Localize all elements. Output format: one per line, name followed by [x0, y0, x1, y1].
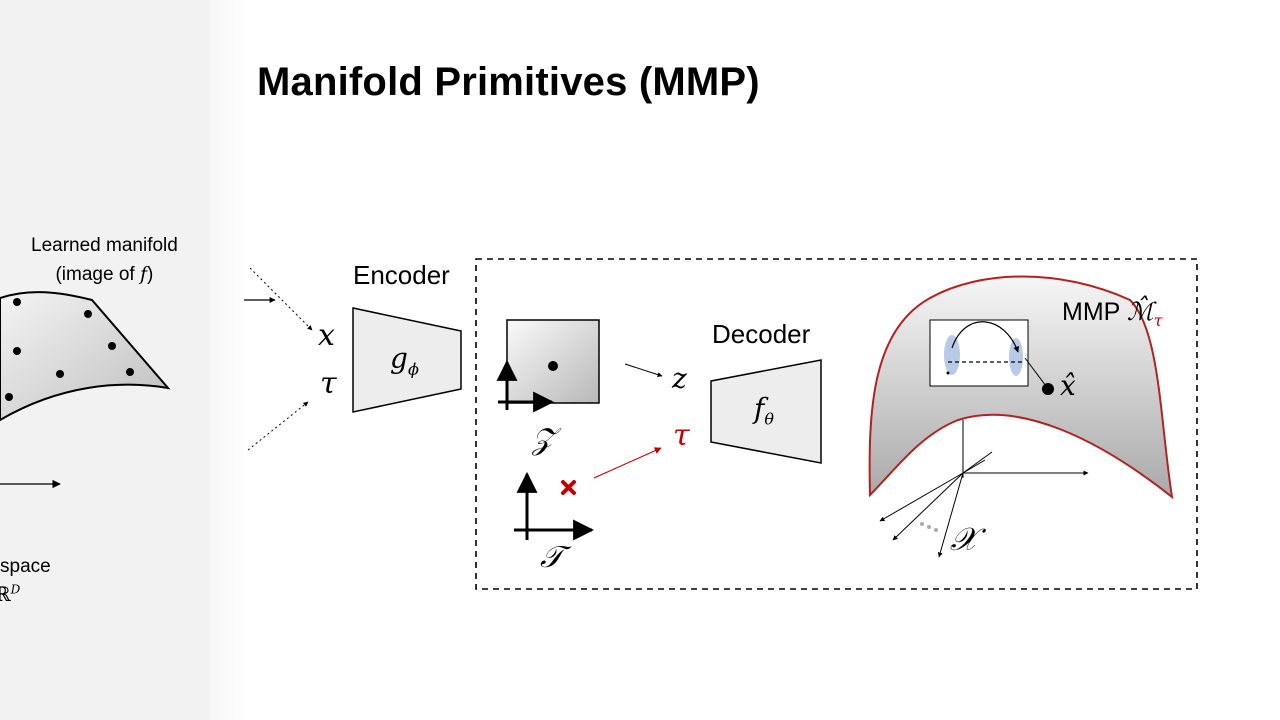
encoder-input-x: x: [318, 318, 335, 353]
trajectory-start-blob: [944, 335, 960, 375]
decoder-block: [710, 359, 822, 464]
tau-to-decoder-arrow: [593, 447, 662, 479]
ellipsis-dots: [920, 522, 938, 532]
manifold-point: [84, 310, 92, 318]
decoder-input-tau: τ: [673, 418, 690, 453]
encoder-input-tau: τ: [320, 366, 337, 401]
manifold-point: [56, 370, 64, 378]
decoder-function: fθ: [754, 392, 775, 429]
trajectory-marker: [946, 371, 950, 375]
mmp-symbol: ℳ̂: [1126, 297, 1154, 326]
data-space-symbol: ℝD: [0, 582, 21, 606]
input-arrow-tau: [247, 401, 309, 451]
left-panel-fade: [210, 0, 250, 720]
x-hat-label: x̂: [1060, 369, 1076, 402]
trajectory-end-blob: [1009, 338, 1023, 376]
inset-connector: [1024, 357, 1047, 387]
learned-manifold-surface: [0, 291, 171, 422]
trajectory-arc: [951, 321, 1020, 353]
f-symbol: f: [139, 263, 148, 285]
input-arrow-x: [249, 267, 313, 331]
learned-manifold-label: Learned manifold (image of f): [31, 235, 178, 285]
task-point-cross: [561, 480, 576, 495]
encoder-function: gϕ: [390, 342, 419, 379]
mmp-symbol-sub: τ: [1153, 311, 1163, 330]
manifold-point: [5, 393, 13, 401]
manifold-point: [108, 342, 116, 350]
mmp-label: MMP ℳ̂τ: [1062, 297, 1163, 330]
latent-space-z-label: 𝒵: [532, 422, 555, 457]
ambient-x-axes: [879, 420, 1089, 558]
data-space-label: space: [0, 556, 51, 577]
decoder-label: Decoder: [712, 319, 811, 349]
encoder-label: Encoder: [353, 260, 450, 290]
manifold-point: [13, 347, 21, 355]
z-to-decoder-arrow: [624, 363, 663, 377]
decoder-input-z: z: [672, 362, 687, 395]
encoder-block: [352, 307, 462, 413]
ambient-space-x-label: 𝒳: [950, 520, 978, 558]
manifold-points: [5, 298, 134, 401]
mmp-container: [475, 258, 1198, 590]
manifold-point: [126, 368, 134, 376]
slide-title: Manifold Primitives (MMP): [257, 60, 760, 104]
x-hat-point: [1042, 383, 1054, 395]
manifold-point: [13, 298, 21, 306]
task-space-t-label: 𝒯: [540, 540, 563, 575]
latent-point: [548, 361, 558, 371]
